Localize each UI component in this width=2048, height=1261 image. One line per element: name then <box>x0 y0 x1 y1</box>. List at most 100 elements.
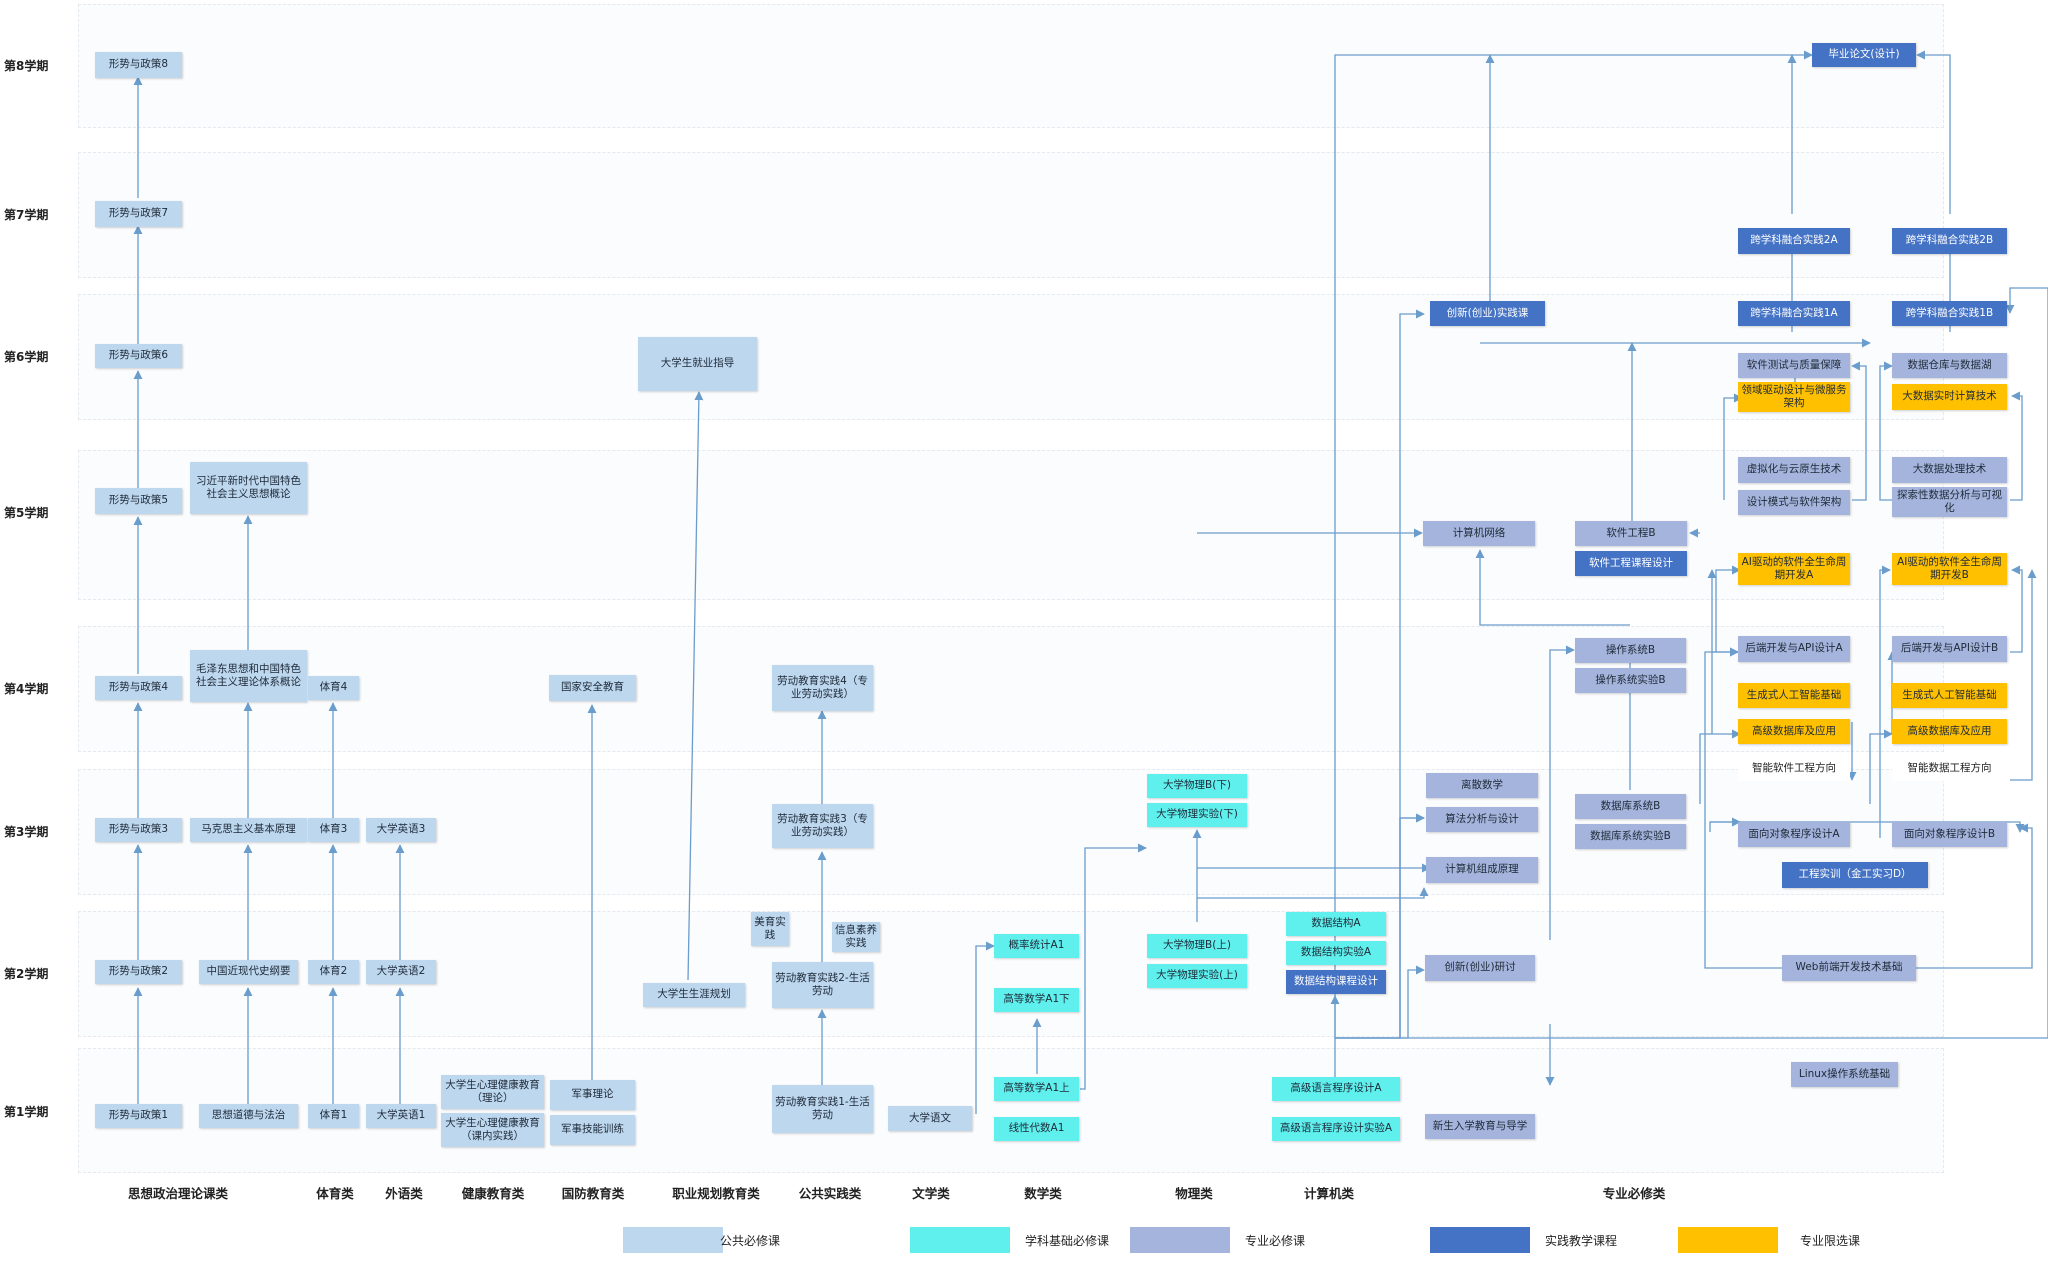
course-yy3[interactable]: 大学英语3 <box>366 818 436 842</box>
course-xz4[interactable]: 形势与政策4 <box>95 676 182 700</box>
course-czsy[interactable]: 操作系统实验B <box>1575 668 1686 693</box>
course-cxsj[interactable]: 创新(创业)实践课 <box>1430 301 1545 326</box>
course-czxt[interactable]: 操作系统B <box>1575 638 1686 663</box>
course-xsrx[interactable]: 新生入学教育与导学 <box>1425 1114 1535 1139</box>
course-bylw[interactable]: 毕业论文(设计) <box>1812 43 1916 67</box>
course-xl1[interactable]: 大学生心理健康教育（理论） <box>441 1075 544 1109</box>
course-jswl[interactable]: 计算机网络 <box>1423 521 1535 546</box>
course-xjp[interactable]: 习近平新时代中国特色社会主义思想概论 <box>190 462 307 514</box>
course-wlBs[interactable]: 大学物理B(上) <box>1147 934 1247 958</box>
course-yy2[interactable]: 大学英语2 <box>366 960 436 984</box>
course-dsjss[interactable]: 大数据实时计算技术 <box>1892 384 2007 410</box>
course-xz8[interactable]: 形势与政策8 <box>95 52 182 78</box>
course-hdB[interactable]: 后端开发与API设计B <box>1892 636 2007 662</box>
course-xz2[interactable]: 形势与政策2 <box>95 960 182 984</box>
course-web[interactable]: Web前端开发技术基础 <box>1782 955 1916 981</box>
course-rjcs[interactable]: 软件测试与质量保障 <box>1738 353 1850 378</box>
term-1: 第1学期 <box>4 1105 49 1119</box>
course-ld2[interactable]: 劳动教育实践2-生活劳动 <box>772 962 873 1008</box>
course-rjgc[interactable]: 软件工程B <box>1575 521 1687 546</box>
course-linux[interactable]: Linux操作系统基础 <box>1791 1062 1898 1087</box>
course-mzd[interactable]: 毛泽东思想和中国特色社会主义理论体系概论 <box>190 650 307 702</box>
course-kx2A[interactable]: 跨学科融合实践2A <box>1738 228 1850 254</box>
course-jsll[interactable]: 军事理论 <box>550 1080 635 1110</box>
course-jzcy[interactable]: 计算机组成原理 <box>1426 857 1538 883</box>
course-aiB[interactable]: AI驱动的软件全生命周期开发B <box>1892 553 2007 585</box>
category-defense: 国防教育类 <box>561 1186 625 1201</box>
course-gjaq[interactable]: 国家安全教育 <box>549 675 636 701</box>
course-mks[interactable]: 马克思主义基本原理 <box>190 818 307 842</box>
course-tsfx[interactable]: 探索性数据分析与可视化 <box>1892 487 2007 517</box>
course-sxdd[interactable]: 思想道德与法治 <box>199 1104 298 1128</box>
term-6: 第6学期 <box>4 350 49 364</box>
category-math: 数学类 <box>1024 1186 1062 1201</box>
course-sjk[interactable]: 数据库系统B <box>1575 794 1686 819</box>
course-wlBx[interactable]: 大学物理B(下) <box>1147 774 1247 798</box>
course-dxyw[interactable]: 大学语文 <box>888 1106 972 1131</box>
course-gjyysy[interactable]: 高级语言程序设计实验A <box>1272 1117 1400 1141</box>
course-kx1A[interactable]: 跨学科融合实践1A <box>1738 301 1850 326</box>
course-gltj[interactable]: 概率统计A1 <box>994 934 1079 958</box>
course-rjkc[interactable]: 软件工程课程设计 <box>1575 551 1687 576</box>
category-public-practice: 公共实践类 <box>798 1186 862 1201</box>
course-xl2[interactable]: 大学生心理健康教育（课内实践） <box>441 1113 544 1147</box>
course-gcsx[interactable]: 工程实训（金工实习D） <box>1782 862 1928 888</box>
category-language: 外语类 <box>385 1186 423 1201</box>
course-gjyy[interactable]: 高级语言程序设计A <box>1272 1077 1400 1101</box>
course-ty3[interactable]: 体育3 <box>308 818 359 842</box>
course-yy1[interactable]: 大学英语1 <box>366 1104 436 1128</box>
legend-label-practice: 实践教学课程 <box>1545 1234 1618 1248</box>
course-ty1[interactable]: 体育1 <box>308 1104 359 1128</box>
course-sjck[interactable]: 数据仓库与数据湖 <box>1892 353 2007 378</box>
course-wlsyx[interactable]: 大学物理实验(下) <box>1147 803 1247 827</box>
course-kx1B[interactable]: 跨学科融合实践1B <box>1892 301 2007 326</box>
term-3: 第3学期 <box>4 825 49 839</box>
course-jyzd[interactable]: 大学生就业指导 <box>638 337 757 391</box>
course-ld3[interactable]: 劳动教育实践3（专业劳动实践） <box>772 804 873 848</box>
category-career: 职业规划教育类 <box>672 1186 760 1201</box>
course-scB[interactable]: 生成式人工智能基础 <box>1892 683 2007 708</box>
course-xz5[interactable]: 形势与政策5 <box>95 488 182 514</box>
course-sjjgkc[interactable]: 数据结构课程设计 <box>1286 970 1386 994</box>
course-sygh[interactable]: 大学生生涯规划 <box>643 983 745 1007</box>
course-xz7[interactable]: 形势与政策7 <box>95 201 182 227</box>
course-mxB[interactable]: 面向对象程序设计B <box>1892 822 2007 847</box>
course-hdA[interactable]: 后端开发与API设计A <box>1738 636 1850 662</box>
course-aiA[interactable]: AI驱动的软件全生命周期开发A <box>1738 553 1850 585</box>
category-computer: 计算机类 <box>1303 1186 1355 1201</box>
course-sjjgsy[interactable]: 数据结构实验A <box>1286 941 1386 965</box>
course-lsx[interactable]: 离散数学 <box>1426 773 1538 798</box>
course-zgjd[interactable]: 中国近现代史纲要 <box>199 960 298 984</box>
course-ld4[interactable]: 劳动教育实践4（专业劳动实践） <box>772 665 873 711</box>
course-sjms[interactable]: 设计模式与软件架构 <box>1738 490 1850 515</box>
course-lyqd[interactable]: 领域驱动设计与微服务架构 <box>1738 382 1850 412</box>
course-ty2[interactable]: 体育2 <box>308 960 359 984</box>
course-scA[interactable]: 生成式人工智能基础 <box>1738 683 1850 708</box>
course-sjksy[interactable]: 数据库系统实验B <box>1575 824 1686 849</box>
course-kx2B[interactable]: 跨学科融合实践2B <box>1892 228 2007 254</box>
course-sjjg[interactable]: 数据结构A <box>1286 912 1386 936</box>
course-xinxi[interactable]: 信息素养实践 <box>832 922 880 952</box>
course-sfsj[interactable]: 算法分析与设计 <box>1426 807 1538 832</box>
course-ld1[interactable]: 劳动教育实践1-生活劳动 <box>772 1085 873 1133</box>
course-dsjcl[interactable]: 大数据处理技术 <box>1892 457 2007 483</box>
course-mxA[interactable]: 面向对象程序设计A <box>1738 822 1850 847</box>
course-xz6[interactable]: 形势与政策6 <box>95 344 182 368</box>
course-gs1x[interactable]: 高等数学A1下 <box>994 988 1079 1012</box>
course-xz1[interactable]: 形势与政策1 <box>95 1104 182 1128</box>
category-pe: 体育类 <box>316 1186 354 1201</box>
course-xnh[interactable]: 虚拟化与云原生技术 <box>1738 457 1850 483</box>
course-xz3[interactable]: 形势与政策3 <box>95 818 182 842</box>
legend-swatch-elective <box>1678 1227 1778 1253</box>
course-cxyt[interactable]: 创新(创业)研讨 <box>1425 955 1535 981</box>
course-xxds[interactable]: 线性代数A1 <box>994 1117 1079 1141</box>
course-gjsjkA[interactable]: 高级数据库及应用 <box>1738 719 1850 744</box>
legend-label-public: 公共必修课 <box>720 1234 781 1248</box>
course-wlsys[interactable]: 大学物理实验(上) <box>1147 964 1247 988</box>
course-gjsjkB[interactable]: 高级数据库及应用 <box>1892 719 2007 744</box>
course-gs1s[interactable]: 高等数学A1上 <box>994 1077 1079 1101</box>
course-meiyu[interactable]: 美育实践 <box>751 912 789 946</box>
course-jsxl[interactable]: 军事技能训练 <box>550 1115 635 1145</box>
course-ty4[interactable]: 体育4 <box>308 676 359 700</box>
